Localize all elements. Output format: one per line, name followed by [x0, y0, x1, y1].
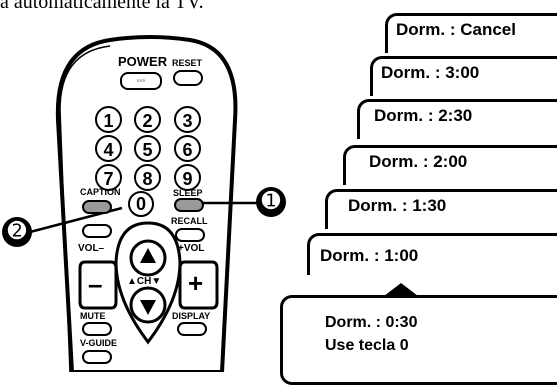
final-sleep-time: Dorm. : 0:30: [325, 314, 418, 331]
digit-8-button[interactable]: 8: [134, 164, 161, 191]
sleep-card: Dorm. : 1:30: [325, 189, 557, 229]
sleep-card-label: Dorm. : 2:00: [369, 152, 468, 171]
reset-label: RESET: [172, 58, 203, 68]
digit-2-button[interactable]: 2: [134, 106, 161, 133]
vguide-label: V-GUIDE: [80, 338, 118, 348]
sleep-card: Dorm. : Cancel: [385, 13, 557, 53]
ch-down-button[interactable]: [131, 288, 165, 322]
sleep-card: Dorm. : 2:00: [343, 145, 557, 185]
digit-9-button[interactable]: 9: [174, 164, 201, 191]
digit-1-button[interactable]: 1: [95, 106, 122, 133]
mute-label: MUTE: [80, 311, 106, 321]
left-button[interactable]: [82, 224, 112, 238]
display-button[interactable]: [177, 322, 207, 336]
vol-plus-label: +VOL: [178, 243, 205, 254]
sleep-card-label: Dorm. : 1:00: [320, 246, 419, 265]
sleep-card-label: Dorm. : 2:30: [374, 106, 473, 125]
ch-up-button[interactable]: [131, 241, 165, 275]
header-text: a automaticamente la TV.: [0, 0, 204, 13]
display-label: DISPLAY: [172, 311, 211, 321]
final-hint: Use tecla 0: [325, 337, 409, 354]
power-label: POWER: [118, 54, 168, 69]
vol-up-button[interactable]: +: [188, 268, 204, 298]
caption-button[interactable]: [82, 200, 112, 214]
callout-marker-1: ➊: [256, 187, 286, 217]
callout-marker-2: ➋: [2, 217, 32, 247]
recall-button[interactable]: [175, 228, 205, 242]
vguide-button[interactable]: [82, 350, 112, 364]
caption-label: CAPTION: [80, 187, 121, 197]
mute-button[interactable]: [82, 322, 112, 336]
digit-4-button[interactable]: 4: [95, 135, 122, 162]
digit-6-button[interactable]: 6: [174, 135, 201, 162]
sleep-card-label: Dorm. : Cancel: [396, 20, 516, 39]
sleep-card: Dorm. : 2:30: [357, 99, 557, 139]
sleep-button[interactable]: [174, 198, 204, 212]
power-button[interactable]: ◦◦◦: [120, 72, 162, 90]
digit-3-button[interactable]: 3: [174, 106, 201, 133]
digit-5-button[interactable]: 5: [134, 135, 161, 162]
sleep-card: Dorm. : 1:00: [307, 233, 557, 275]
up-arrow-icon: [384, 283, 418, 296]
ch-label: ▲CH▼: [127, 276, 162, 287]
sleep-card: Dorm. : 3:00: [370, 56, 557, 96]
recall-label: RECALL: [171, 216, 208, 226]
sleep-label: SLEEP: [173, 188, 203, 198]
final-sleep-box: Dorm. : 0:30 Use tecla 0: [280, 295, 557, 385]
remote-control: POWER ◦◦◦ RESET 1 2 3 4 5 6 7 8 9 CAPTIO…: [0, 0, 260, 372]
sleep-card-label: Dorm. : 3:00: [381, 63, 480, 82]
vol-minus-label: VOL–: [78, 243, 105, 254]
digit-7-button[interactable]: 7: [95, 164, 122, 191]
digit-0-button[interactable]: 0: [128, 191, 154, 217]
sleep-card-label: Dorm. : 1:30: [348, 196, 447, 215]
reset-button[interactable]: [173, 70, 203, 86]
vol-down-button[interactable]: –: [88, 269, 103, 299]
